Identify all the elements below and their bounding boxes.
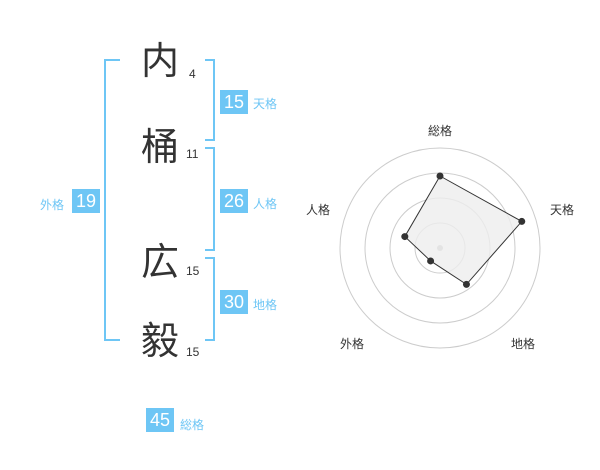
name-char-4-strokes: 15	[186, 345, 200, 359]
radar-label-soukaku: 総格	[428, 124, 453, 138]
gaikaku-label: 外格	[40, 198, 65, 212]
chikaku-label: 地格	[253, 298, 278, 312]
radar-label-tenkaku: 天格	[550, 203, 575, 217]
name-char-2: 桶	[141, 125, 180, 169]
soukaku-label: 総格	[180, 418, 205, 432]
radar-label-chikaku: 地格	[511, 337, 536, 351]
gaikaku-bracket	[104, 59, 120, 341]
radar-polygon	[404, 175, 523, 286]
chikaku-value: 30	[220, 290, 248, 314]
chikaku-bracket	[205, 257, 215, 341]
tenkaku-bracket	[205, 59, 215, 141]
radar-chart	[339, 147, 541, 349]
name-char-3-strokes: 15	[186, 264, 200, 278]
soukaku-value: 45	[146, 408, 174, 432]
gaikaku-value: 19	[72, 189, 100, 213]
jinkaku-label: 人格	[253, 197, 278, 211]
name-char-4: 毅	[141, 319, 180, 363]
radar-point-chikaku	[462, 280, 470, 288]
jinkaku-bracket	[205, 147, 215, 251]
radar-label-gaikaku: 外格	[340, 337, 365, 351]
radar-point-tenkaku	[518, 217, 526, 225]
name-char-2-strokes: 11	[186, 147, 199, 161]
radar-point-soukaku	[436, 172, 444, 180]
radar-point-gaikaku	[427, 257, 435, 265]
name-char-1-strokes: 4	[189, 67, 196, 81]
tenkaku-label: 天格	[253, 97, 278, 111]
name-char-1: 内	[141, 39, 180, 83]
radar-ring	[339, 147, 541, 349]
name-char-3: 広	[141, 240, 180, 284]
radar-label-jinkaku: 人格	[306, 203, 331, 217]
radar-point-jinkaku	[401, 233, 409, 241]
tenkaku-value: 15	[220, 90, 248, 114]
jinkaku-value: 26	[220, 189, 248, 213]
